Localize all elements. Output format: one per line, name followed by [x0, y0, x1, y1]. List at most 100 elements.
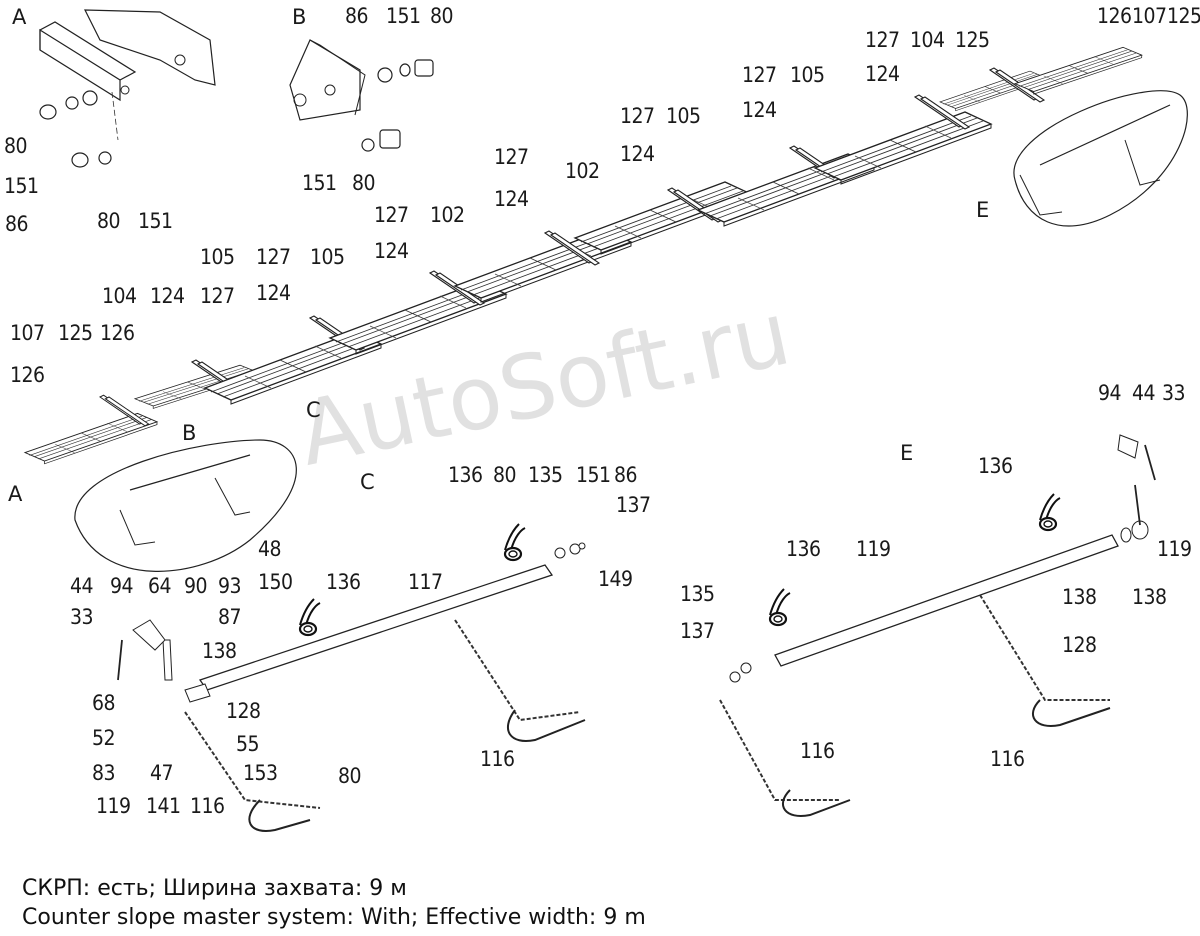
callout-104: 104: [910, 28, 945, 52]
callout-c-150: 150: [258, 570, 293, 594]
callout-c-94: 94: [110, 574, 134, 598]
callout-e-119: 119: [856, 537, 891, 561]
callout-125b: 125: [955, 28, 990, 52]
callout-c-33: 33: [70, 605, 94, 629]
callout-e-138: 138: [1062, 585, 1097, 609]
callout-c-138: 138: [202, 639, 237, 663]
callout-107b: 107: [10, 321, 45, 345]
callout-c-151: 151: [576, 463, 611, 487]
callout-e-138b: 138: [1132, 585, 1167, 609]
callout-e-116: 116: [800, 739, 835, 763]
callout-c-135: 135: [528, 463, 563, 487]
view-label-a-ref: A: [8, 482, 23, 506]
callout-124g: 124: [150, 284, 185, 308]
callout-124d: 124: [494, 187, 529, 211]
caption-ru: СКРП: есть; Ширина захвата: 9 м: [22, 876, 407, 901]
view-label-a: A: [12, 5, 27, 29]
callout-127d: 127: [494, 145, 529, 169]
callout-c-86: 86: [614, 463, 638, 487]
callout-c-80b: 80: [338, 764, 362, 788]
view-label-c: C: [360, 470, 375, 494]
view-a-bracket: [39, 9, 216, 168]
shaft-e: [719, 434, 1156, 817]
callout-127: 127: [865, 28, 900, 52]
callout-e-136b: 136: [786, 537, 821, 561]
view-label-e-ref: E: [976, 198, 990, 222]
callout-125: 125: [1167, 4, 1200, 28]
callout-b-151: 151: [386, 4, 421, 28]
callout-c-83: 83: [92, 761, 116, 785]
callout-124f: 124: [256, 281, 291, 305]
view-label-b-ref: B: [182, 421, 197, 445]
callout-c-136: 136: [448, 463, 483, 487]
callout-127e: 127: [374, 203, 409, 227]
callout-127g: 127: [200, 284, 235, 308]
callout-102: 102: [565, 159, 600, 183]
callout-124b: 124: [742, 98, 777, 122]
callout-c-90: 90: [184, 574, 208, 598]
callout-b-80: 80: [430, 4, 454, 28]
callout-c-117: 117: [408, 570, 443, 594]
callout-c-80: 80: [493, 463, 517, 487]
callout-126: 126: [1097, 4, 1132, 28]
callout-c-48: 48: [258, 537, 282, 561]
callout-c-116: 116: [190, 794, 225, 818]
callout-127f: 127: [256, 245, 291, 269]
callout-124: 124: [865, 62, 900, 86]
callout-e-119b: 119: [1157, 537, 1192, 561]
callout-125c: 125: [58, 321, 93, 345]
callout-126b: 126: [100, 321, 135, 345]
callout-127c: 127: [620, 104, 655, 128]
callout-b-151b: 151: [302, 171, 337, 195]
detail-e: [1013, 90, 1188, 227]
callout-c-68: 68: [92, 691, 116, 715]
callout-c-153: 153: [243, 761, 278, 785]
callout-102b: 102: [430, 203, 465, 227]
callout-c-52: 52: [92, 726, 116, 750]
callout-104b: 104: [102, 284, 137, 308]
callout-e-44: 44: [1132, 381, 1156, 405]
view-label-e: E: [900, 441, 914, 465]
callout-c-119: 119: [96, 794, 131, 818]
callout-e-116b: 116: [990, 747, 1025, 771]
callout-e-33: 33: [1162, 381, 1186, 405]
callout-c-93: 93: [218, 574, 242, 598]
callout-c-55: 55: [236, 732, 260, 756]
callout-124e: 124: [374, 239, 409, 263]
callout-c-149: 149: [598, 567, 633, 591]
callout-107: 107: [1132, 4, 1167, 28]
caption-en: Counter slope master system: With; Effec…: [22, 905, 646, 930]
callout-e-94: 94: [1098, 381, 1122, 405]
callout-105c: 105: [200, 245, 235, 269]
callout-a-151: 151: [4, 174, 39, 198]
callout-c-137: 137: [616, 493, 651, 517]
callout-a-86: 86: [5, 212, 29, 236]
callout-c-47: 47: [150, 761, 174, 785]
callout-c-136b: 136: [326, 570, 361, 594]
view-b-bracket: [289, 39, 434, 152]
callout-c-87: 87: [218, 605, 242, 629]
view-label-b: B: [292, 5, 307, 29]
callout-127b: 127: [742, 63, 777, 87]
callout-105: 105: [790, 63, 825, 87]
callout-b-86: 86: [345, 4, 369, 28]
callout-b-80b: 80: [352, 171, 376, 195]
callout-105b: 105: [666, 104, 701, 128]
callout-e-137: 137: [680, 619, 715, 643]
callout-c-64: 64: [148, 574, 172, 598]
callout-c-141: 141: [146, 794, 181, 818]
view-label-c-ref: C: [306, 398, 321, 422]
callout-126c: 126: [10, 363, 45, 387]
callout-c-116b: 116: [480, 747, 515, 771]
callout-a-151b: 151: [138, 209, 173, 233]
callout-c-44: 44: [70, 574, 94, 598]
callout-e-128: 128: [1062, 633, 1097, 657]
shaft-c: [117, 522, 586, 832]
callout-124c: 124: [620, 142, 655, 166]
callout-a-80b: 80: [97, 209, 121, 233]
callout-105d: 105: [310, 245, 345, 269]
callout-e-136: 136: [978, 454, 1013, 478]
callout-a-80: 80: [4, 134, 28, 158]
callout-c-128: 128: [226, 699, 261, 723]
